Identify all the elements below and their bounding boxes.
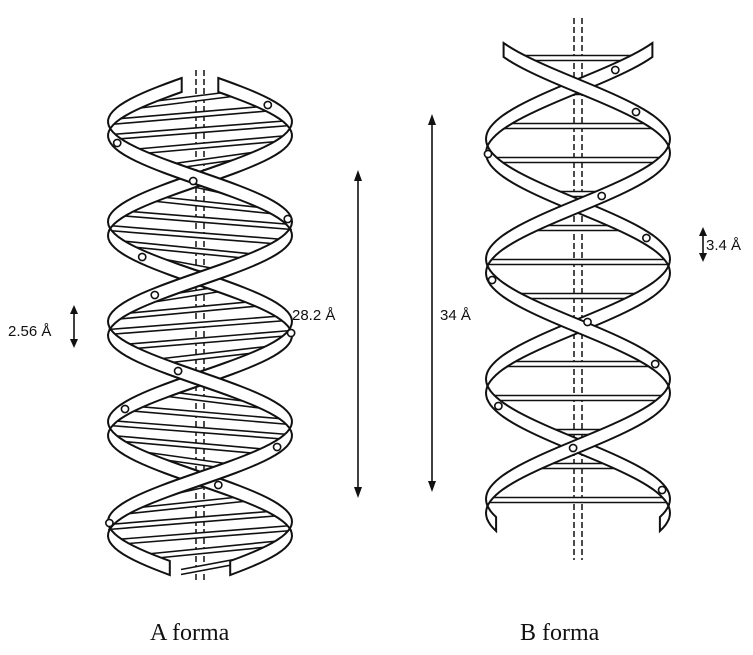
b-pitch-arrowhead-bottom: [428, 481, 436, 492]
base-pair-rung: [109, 423, 288, 437]
phosphate-bead: [190, 177, 197, 184]
b-rise-marker: 3.4 Å: [699, 227, 741, 262]
a-pitch-label: 28.2 Å: [292, 307, 335, 324]
phosphate-bead: [121, 405, 128, 412]
base-pair-rung: [119, 213, 292, 227]
phosphate-bead: [643, 234, 650, 241]
a-form-caption: A forma: [150, 620, 230, 646]
phosphate-bead: [151, 291, 158, 298]
phosphate-bead: [570, 444, 577, 451]
phosphate-bead: [495, 402, 502, 409]
phosphate-bead: [659, 486, 666, 493]
base-pair-rung: [109, 318, 287, 332]
phosphate-bead: [139, 253, 146, 260]
base-pair-rung: [111, 123, 290, 137]
phosphate-bead: [284, 215, 291, 222]
b-rise-arrowhead-top: [699, 227, 707, 236]
b-rise-arrowhead-bottom: [699, 253, 707, 262]
a-rise-arrowhead-bottom: [70, 339, 78, 348]
b-pitch-label: 34 Å: [440, 307, 471, 324]
a-pitch-marker: 28.2 Å: [292, 170, 362, 498]
a-rise-marker: 2.56 Å: [8, 305, 78, 348]
phosphate-bead: [632, 108, 639, 115]
b-pitch-arrowhead-top: [428, 114, 436, 125]
phosphate-bead: [106, 519, 113, 526]
b-rise-label: 3.4 Å: [706, 237, 741, 254]
phosphate-bead: [215, 481, 222, 488]
b-form-helix: [484, 18, 670, 560]
a-rise-arrowhead-top: [70, 305, 78, 314]
base-pair-rung: [123, 333, 291, 347]
b-form-caption: B forma: [520, 620, 600, 646]
a-pitch-arrowhead-top: [354, 170, 362, 181]
a-pitch-arrowhead-bottom: [354, 487, 362, 498]
phosphate-bead: [584, 318, 591, 325]
phosphate-bead: [489, 276, 496, 283]
base-pair-rung: [108, 228, 284, 242]
phosphate-bead: [288, 329, 295, 336]
phosphate-bead: [114, 139, 121, 146]
a-form-helix: [106, 70, 295, 580]
phosphate-bead: [598, 192, 605, 199]
phosphate-bead: [175, 367, 182, 374]
phosphate-bead: [264, 101, 271, 108]
phosphate-bead: [274, 443, 281, 450]
phosphate-bead: [652, 360, 659, 367]
b-pitch-marker: 34 Å: [428, 114, 471, 492]
base-pair-rung: [108, 513, 281, 527]
phosphate-bead: [484, 150, 491, 157]
phosphate-bead: [612, 66, 619, 73]
a-rise-label: 2.56 Å: [8, 323, 51, 340]
